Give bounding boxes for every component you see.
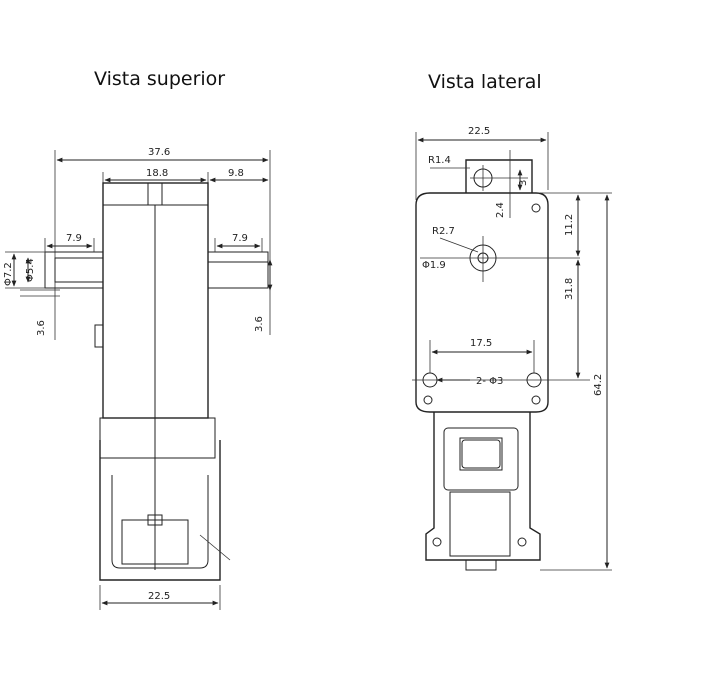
dim-shaft-diam-outer: Φ7.2 [3,262,14,286]
dim-bottom-width: 22.5 [148,591,170,602]
dim-center-offset: 11.2 [564,214,575,236]
dim-small-offset: 3 [518,180,529,186]
side-view-title: Vista lateral [428,71,542,93]
top-view-title: Vista superior [94,68,226,90]
dim-overall-width: 37.6 [148,147,170,158]
dim-flat-left: 3.6 [36,320,47,336]
dim-hole-spec: 2- Φ3 [476,376,503,387]
top-view-drawing [5,150,273,610]
dim-diam-center: Φ1.9 [422,260,446,271]
dim-shaft-right-len: 7.9 [232,233,248,244]
dim-radius-center: R2.7 [432,226,455,237]
dim-shaft-diam-inner: Φ5.4 [25,258,36,282]
dim-total-height: 64.2 [593,374,604,396]
dim-shaft-extent: 9.8 [228,168,244,179]
dim-radius-small: R1.4 [428,155,451,166]
dim-hole-offset: 31.8 [564,278,575,300]
dim-body-width: 18.8 [146,168,168,179]
dim-top-width: 22.5 [468,126,490,137]
dim-tab-height: 2.4 [495,202,506,218]
dim-shaft-left-len: 7.9 [66,233,82,244]
dim-hole-spacing: 17.5 [470,338,492,349]
dim-flat-right: 3.6 [254,316,265,332]
side-view-drawing [412,132,612,571]
